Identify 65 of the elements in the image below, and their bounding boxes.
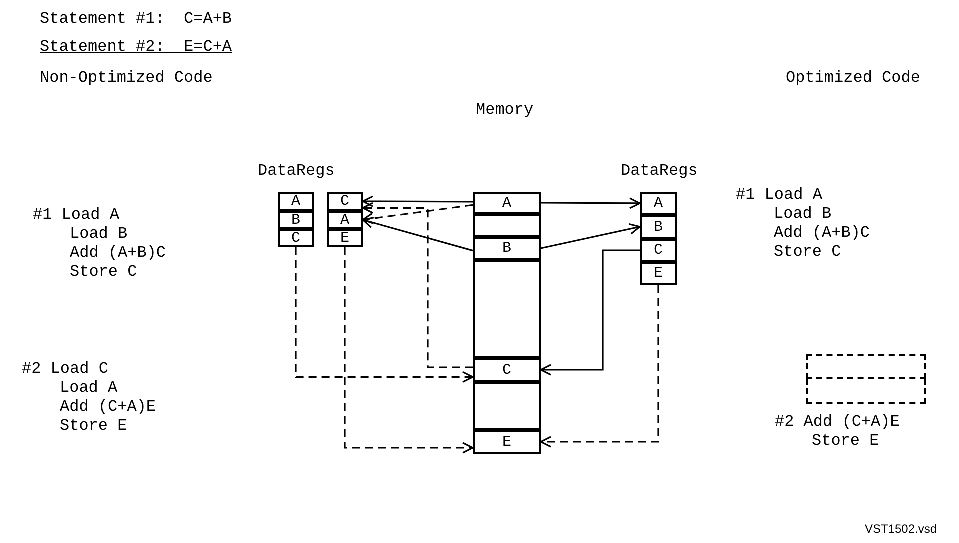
code-line: Load B — [774, 205, 832, 223]
cell-letter: B — [502, 240, 512, 257]
removed-instruction-box — [806, 354, 926, 379]
arrow — [295, 247, 474, 383]
code-line: Add (C+A)E — [60, 398, 156, 416]
statement: Statement #1: C=A+B — [40, 10, 232, 28]
cell-letter: E — [654, 265, 663, 282]
code-line: Load A — [60, 379, 118, 397]
code-line: Store E — [812, 432, 880, 450]
cell-letter: B — [654, 218, 663, 236]
figure-id: VST1502.vsd — [865, 521, 938, 538]
cell-letter: C — [654, 242, 663, 259]
code-line: Store C — [70, 263, 138, 281]
register-cell — [278, 229, 314, 247]
memory-cell — [473, 214, 541, 237]
cell-letter: A — [654, 195, 663, 212]
code-line: Add (A+B)C — [70, 244, 166, 262]
code-line: Add (A+B)C — [774, 224, 870, 242]
register-cell — [640, 262, 677, 285]
arrow — [540, 250, 640, 376]
memory-cell — [473, 382, 541, 430]
code-line: #1 Load A — [33, 206, 120, 224]
register-cell — [327, 192, 363, 211]
cell-letter: C — [502, 362, 512, 378]
arrow — [540, 223, 641, 250]
register-cell — [278, 192, 314, 211]
code-line: Store C — [774, 243, 842, 261]
arrow — [344, 247, 474, 454]
arrow — [362, 217, 474, 252]
code-line: Store E — [60, 417, 128, 435]
section-heading: Non-Optimized Code — [40, 69, 213, 87]
code-line: #2 Add (C+A)E — [775, 413, 900, 431]
memory-cell — [473, 430, 541, 454]
memory-cell — [473, 237, 541, 260]
register-cell — [278, 211, 314, 229]
register-heading: DataRegs — [621, 162, 698, 180]
memory-heading: Memory — [476, 101, 534, 119]
memory-cell — [473, 358, 541, 382]
cell-letter: A — [340, 212, 350, 228]
cell-letter: E — [340, 230, 350, 246]
code-line: Load B — [70, 225, 128, 243]
cell-letter: E — [502, 434, 512, 450]
arrow — [540, 285, 660, 448]
register-heading: DataRegs — [258, 162, 335, 180]
removed-instruction-box — [806, 379, 926, 404]
memory-cell — [473, 192, 541, 214]
code-line: #2 Load C — [22, 360, 108, 378]
register-cell — [640, 192, 677, 215]
section-heading: Optimized Code — [786, 69, 920, 87]
statement: Statement #2: E=C+A — [40, 38, 232, 56]
arrow — [362, 204, 474, 224]
register-cell — [327, 211, 363, 229]
cell-letter: C — [340, 193, 350, 210]
cell-letter: C — [291, 230, 300, 246]
cell-letter: A — [291, 193, 300, 210]
arrow — [362, 196, 473, 208]
arrow — [541, 198, 641, 210]
cell-letter: A — [502, 194, 512, 212]
register-cell — [327, 229, 363, 247]
cell-letter: B — [291, 212, 300, 228]
memory-cell — [473, 260, 541, 358]
register-cell — [640, 239, 677, 262]
register-cell — [640, 215, 677, 239]
code-line: #1 Load A — [736, 186, 822, 204]
arrow — [362, 202, 473, 368]
